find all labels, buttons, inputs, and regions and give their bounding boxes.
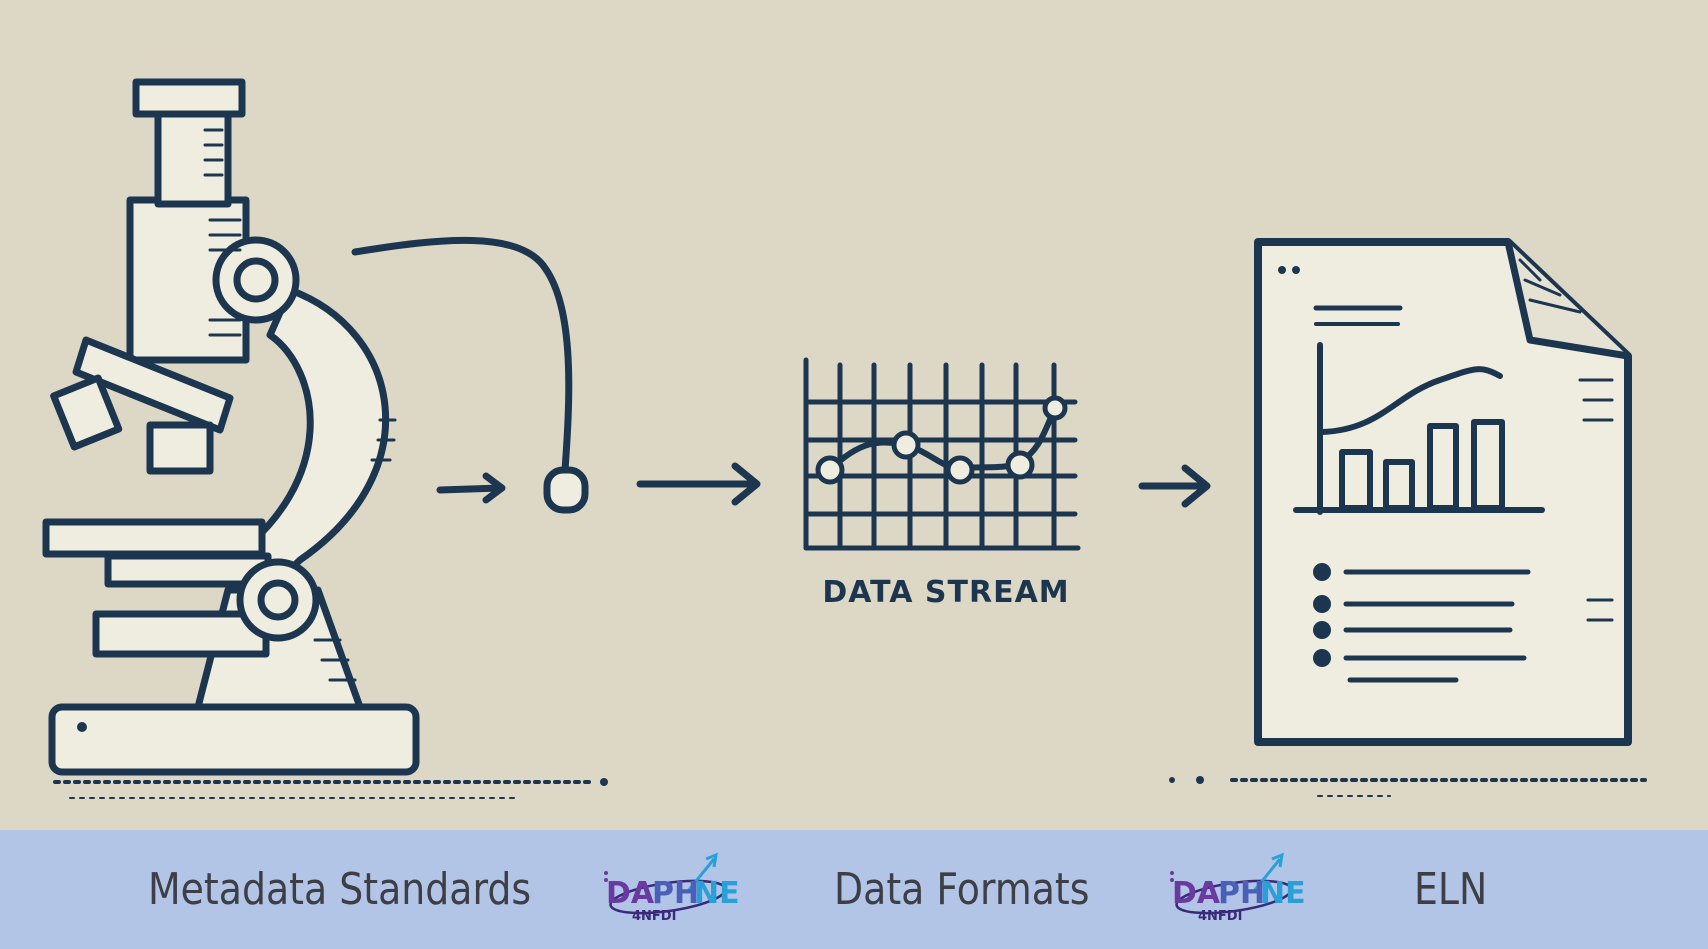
- svg-text:4NFDI: 4NFDI: [1198, 909, 1242, 924]
- svg-text:NE: NE: [694, 876, 740, 911]
- footer-item-data-formats: Data Formats: [834, 830, 1131, 949]
- svg-text:DA: DA: [606, 876, 655, 911]
- footer-label-eln: ELN: [1414, 864, 1488, 915]
- arrow-icon-1: [436, 472, 506, 504]
- microscope-icon: [42, 78, 420, 776]
- footer-bar: Metadata Standards DA PH NE 4NFDI Data F…: [0, 830, 1708, 949]
- daphne-logo-1: DA PH NE 4NFDI: [602, 830, 742, 949]
- arrow-icon-2: [636, 462, 761, 506]
- data-stream-grid-icon: [803, 357, 1081, 551]
- footer-item-metadata-standards: Metadata Standards: [148, 830, 593, 949]
- svg-text:DA: DA: [1172, 876, 1221, 911]
- ground-dots-left: [53, 780, 592, 799]
- svg-text:PH: PH: [652, 876, 699, 911]
- svg-text:PH: PH: [1218, 876, 1265, 911]
- report-document-icon: [1254, 238, 1632, 746]
- data-stream-caption: DATA STREAM: [822, 575, 1069, 610]
- arrow-icon-3: [1138, 464, 1211, 508]
- workflow-illustration: DATA STREAM: [42, 78, 1647, 799]
- svg-text:4NFDI: 4NFDI: [632, 909, 676, 924]
- footer-item-eln: ELN: [1414, 830, 1499, 949]
- daphne-logo-2: DA PH NE 4NFDI: [1168, 830, 1308, 949]
- ground-dots-right: [1230, 778, 1647, 797]
- cable-icon: [351, 236, 573, 474]
- footer-label-data-formats: Data Formats: [834, 864, 1090, 915]
- svg-text:NE: NE: [1260, 876, 1306, 911]
- footer-label-metadata-standards: Metadata Standards: [148, 864, 532, 915]
